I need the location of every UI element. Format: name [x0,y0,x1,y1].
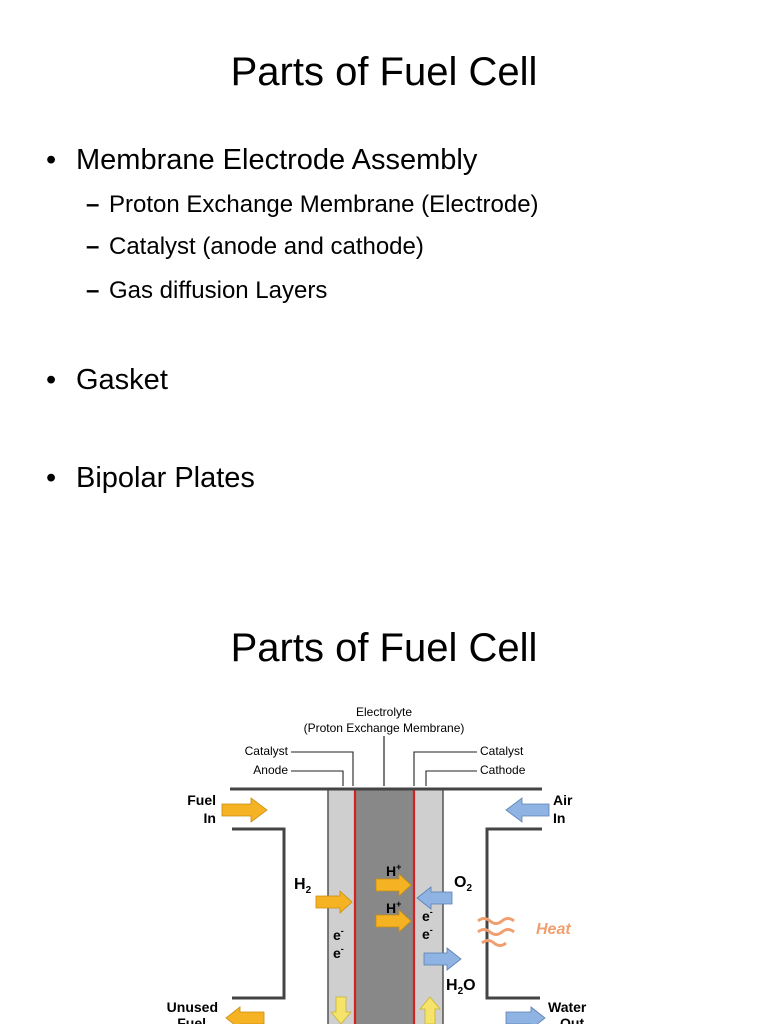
electron-flow-down-arrow [330,996,352,1024]
anode-channel-wall [232,827,286,1000]
anode-label: Anode [253,763,288,777]
h2o-label: H2O [446,977,476,997]
air-in-label-2: In [553,810,565,826]
sub-bullet-text: Proton Exchange Membrane (Electrode) [109,191,539,218]
heat-icon [477,917,515,947]
h2-arrow [315,890,353,914]
anode-pointer [291,770,344,786]
sub-bullet-dash: – [86,233,100,260]
electrolyte-label: Electrolyte [356,705,412,719]
electron-label: e- [333,926,344,943]
bullet-item: • Bipolar Plates [46,460,255,496]
slide-title: Parts of Fuel Cell [230,626,538,670]
electrolyte-membrane [356,790,413,1024]
unused-fuel-label-2: Fuel [177,1015,206,1024]
catalyst-left-label: Catalyst [245,744,289,758]
h-plus-arrow-1 [375,873,412,897]
unused-fuel-arrow [225,1006,265,1024]
fuel-in-label-2: In [204,810,216,826]
fuel-cell-diagram: Electrolyte (Proton Exchange Membrane) C… [167,705,587,1024]
membrane-label: (Proton Exchange Membrane) [304,721,465,735]
heat-label: Heat [536,921,571,938]
sub-bullet-dash: – [86,191,100,218]
bullet-dot: • [46,144,57,176]
h-plus-label-2: H+ [386,899,401,916]
o2-arrow [416,886,453,910]
electron-flow-up-arrow [419,996,441,1024]
air-in-label: Air [553,792,573,808]
sub-bullet-item: –Proton Exchange Membrane (Electrode) [86,190,539,220]
bullet-dot: • [46,462,57,494]
bullet-dot: • [46,364,57,396]
unused-fuel-label: Unused [167,999,218,1015]
fuel-in-label: Fuel [187,792,216,808]
bullet-item: • Membrane Electrode Assembly [46,142,477,178]
sub-bullet-dash: – [86,277,100,304]
h2-label: H2 [294,876,312,896]
water-out-label: Water [548,999,587,1015]
cathode-label: Cathode [480,763,526,777]
sub-bullet-item: –Catalyst (anode and cathode) [86,232,424,262]
cathode-channel-wall [485,827,542,1000]
h2o-arrow [423,947,462,971]
cathode-pointer [425,770,477,786]
sub-bullet-item: –Gas diffusion Layers [86,276,327,306]
bullet-text: Bipolar Plates [76,462,255,494]
air-in-arrow [505,797,550,823]
water-out-label-2: Out [560,1015,584,1024]
bullet-item: • Gasket [46,362,168,398]
fuel-in-arrow [221,797,268,823]
h-plus-arrow-2 [375,909,412,933]
bullet-text: Gasket [76,364,168,396]
slide-1: Parts of Fuel Cell • Membrane Electrode A… [46,50,539,496]
electron-label: e- [422,907,433,924]
slide-2: Parts of Fuel Cell Electrolyte (Proton E… [0,576,768,1024]
sub-bullet-text: Gas diffusion Layers [109,277,328,304]
sub-bullet-text: Catalyst (anode and cathode) [109,233,424,260]
electron-label: e- [333,944,344,961]
catalyst-right-label: Catalyst [480,744,524,758]
catalyst-right-pointer [413,751,477,786]
bullet-text: Membrane Electrode Assembly [76,144,478,176]
electron-label: e- [422,925,433,942]
water-out-arrow [505,1006,546,1024]
h-plus-label-1: H+ [386,862,401,879]
o2-label: O2 [454,874,472,894]
slide-title: Parts of Fuel Cell [230,50,538,94]
catalyst-left-pointer [291,751,354,786]
